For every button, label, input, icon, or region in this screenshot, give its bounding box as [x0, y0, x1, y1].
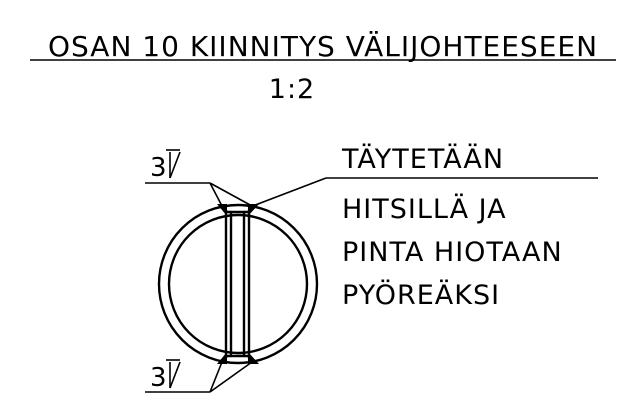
note-line: PINTA HIOTAAN [342, 237, 563, 268]
fillet-weld-icon [166, 149, 181, 179]
tube-cross-section [157, 203, 319, 365]
weld-callout-bottom: 3 [145, 359, 253, 393]
note-line: PYÖREÄKSI [342, 279, 500, 311]
weld-fills [217, 204, 259, 364]
scale-label: 1:2 [269, 74, 315, 105]
note-line: TÄYTETÄÄN [341, 143, 504, 175]
note-leader [249, 177, 598, 208]
weld-callout-top: 3 [145, 149, 253, 207]
note-line: HITSILLÄ JA [342, 193, 507, 225]
fillet-weld-icon [166, 359, 181, 389]
drawing-title: OSAN 10 KIINNITYS VÄLIJOHTEESEEN [48, 30, 598, 63]
weld-size-top: 3 [150, 153, 168, 183]
weld-note: TÄYTETÄÄN HITSILLÄ JA PINTA HIOTAAN PYÖR… [341, 143, 563, 311]
weld-size-bottom: 3 [150, 363, 168, 393]
insert-bar [224, 208, 251, 360]
